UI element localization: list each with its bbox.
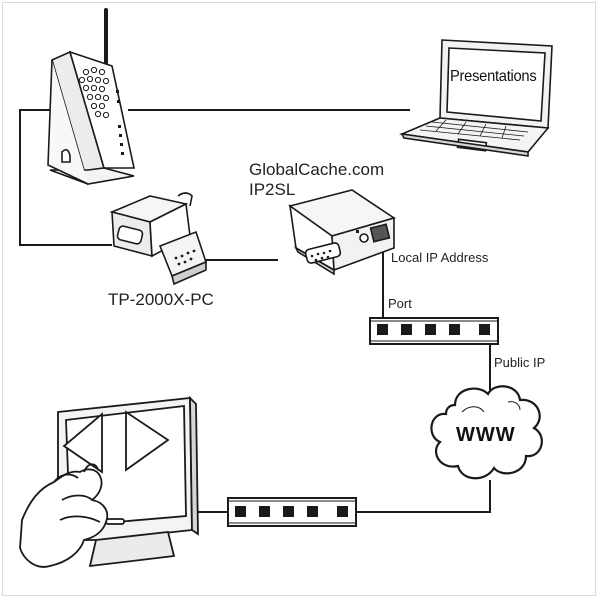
laptop-screen-text: Presentations	[450, 68, 537, 85]
ip2sl-ethernet-port	[369, 223, 391, 243]
tablet-stand	[88, 531, 176, 568]
tablet-side-edge	[189, 395, 199, 536]
next-button-icon	[125, 410, 170, 472]
cloud-label: WWW	[456, 424, 516, 446]
connection-lines	[19, 109, 491, 513]
indicator-lights	[116, 90, 124, 155]
line-transmitter-to-adapter	[19, 109, 112, 246]
ip2sl-power-jack	[359, 233, 369, 243]
adapter-cable-stub	[177, 192, 193, 207]
internet-cloud	[430, 385, 543, 480]
adapter-model-label: TP-2000X-PC	[108, 290, 214, 309]
laptop-screen	[446, 47, 546, 122]
laptop-keyboard	[419, 119, 529, 141]
laptop-device	[399, 39, 553, 157]
switch-bottom-ports	[235, 506, 348, 517]
transmitter-front	[68, 50, 135, 169]
provider-model-label: IP2SL	[249, 180, 296, 199]
serial-adapter-device	[109, 192, 207, 286]
ip2sl-led	[356, 230, 359, 233]
switch-top-ports	[377, 324, 490, 335]
transmitter-device	[47, 8, 135, 186]
ip2sl-device	[288, 189, 396, 276]
provider-name-label: GlobalCache.com	[249, 160, 385, 179]
hand-icon	[19, 463, 109, 568]
transmitter-left-face	[47, 59, 89, 185]
port-label: Port	[388, 296, 412, 311]
speaker-grille	[78, 66, 110, 119]
adapter-connector-side	[171, 260, 207, 286]
ip2sl-serial-pins	[310, 249, 332, 262]
tablet-home-indicator	[105, 518, 125, 525]
network-switch-top	[369, 317, 499, 345]
public-ip-label: Public IP	[494, 355, 546, 370]
prev-button-icon	[62, 412, 103, 474]
local-ip-label: Local IP Address	[391, 250, 489, 265]
network-switch-bottom	[227, 497, 357, 527]
power-port-icon	[61, 148, 71, 163]
laptop-front-edge	[400, 132, 529, 157]
line-cloud-to-bottom-switch	[355, 480, 491, 513]
adapter-connector-pins	[174, 249, 196, 266]
db9-port-left	[116, 225, 144, 245]
cloud-shape	[430, 385, 543, 480]
